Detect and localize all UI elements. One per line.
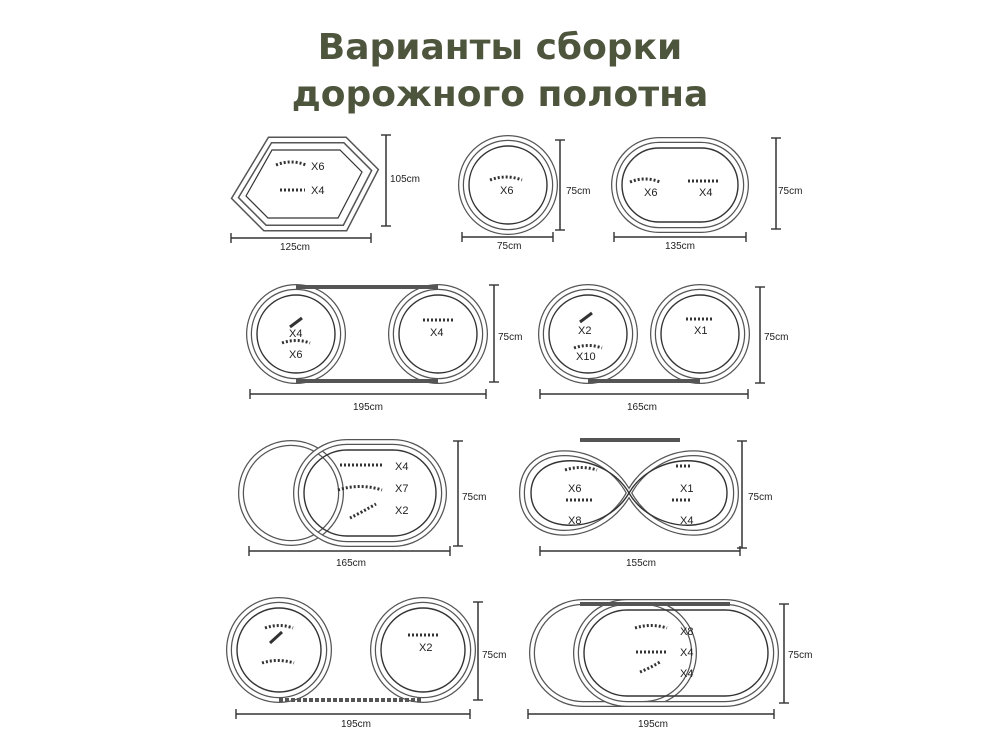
circle-height-label: 75cm <box>566 186 590 197</box>
figure-eight-count-2: X8 <box>568 515 581 527</box>
overlap-oval-width-label: 195cm <box>638 719 668 730</box>
double-loop-165-count-2: X10 <box>576 351 596 363</box>
siding-oval-width-label: 165cm <box>336 558 366 569</box>
siding-oval-count-3: X2 <box>395 505 408 517</box>
circle-width-label: 75cm <box>497 241 521 252</box>
overlap-oval-height-label: 75cm <box>788 650 812 661</box>
title-line-2: дорожного полотна <box>291 74 709 115</box>
two-circles-height-label: 75cm <box>482 650 506 661</box>
siding-oval-count-1: X4 <box>395 461 408 473</box>
double-loop-165-height-label: 75cm <box>764 332 788 343</box>
circle-count-1: X6 <box>500 185 513 197</box>
double-loop-195-count-2: X6 <box>289 349 302 361</box>
double-loop-165-count-1: X2 <box>578 325 591 337</box>
layout-hexagon <box>230 134 391 243</box>
siding-oval-height-label: 75cm <box>462 492 486 503</box>
double-loop-195-count-3: X4 <box>430 327 443 339</box>
double-loop-195-width-label: 195cm <box>353 402 383 413</box>
figure-eight-count-1: X6 <box>568 483 581 495</box>
figure-eight-count-3: X1 <box>680 483 693 495</box>
layout-double-loop-165 <box>538 284 765 399</box>
overlap-oval-count-1: X8 <box>680 626 693 638</box>
oval-width-label: 135cm <box>665 241 695 252</box>
layout-figure-eight <box>518 438 747 556</box>
two-circles-width-label: 195cm <box>341 719 371 730</box>
oval-count-1: X6 <box>644 187 657 199</box>
hexagon-height-label: 105cm <box>390 174 420 185</box>
double-loop-195-count-1: X4 <box>289 328 302 340</box>
overlap-oval-count-3: X4 <box>680 668 693 680</box>
double-loop-165-count-3: X1 <box>694 325 707 337</box>
layout-circle <box>458 135 565 242</box>
layout-two-circles <box>226 597 483 719</box>
layout-double-loop-195 <box>246 284 499 399</box>
oval-count-2: X4 <box>699 187 712 199</box>
double-loop-165-width-label: 165cm <box>627 402 657 413</box>
figure-eight-width-label: 155cm <box>626 558 656 569</box>
layout-oval <box>611 137 781 242</box>
hexagon-count-1: X6 <box>311 161 324 173</box>
figure-eight-height-label: 75cm <box>748 492 772 503</box>
figure-eight-count-4: X4 <box>680 515 693 527</box>
two-circles-count-1: X2 <box>419 642 432 654</box>
hexagon-width-label: 125cm <box>280 242 310 253</box>
title-line-1: Варианты сборки <box>317 27 683 68</box>
overlap-oval-count-2: X4 <box>680 647 693 659</box>
layout-siding-oval <box>238 439 463 556</box>
siding-oval-count-2: X7 <box>395 483 408 495</box>
layout-overlap-oval <box>527 599 789 719</box>
oval-height-label: 75cm <box>778 186 802 197</box>
double-loop-195-height-label: 75cm <box>498 332 522 343</box>
hexagon-count-2: X4 <box>311 185 324 197</box>
